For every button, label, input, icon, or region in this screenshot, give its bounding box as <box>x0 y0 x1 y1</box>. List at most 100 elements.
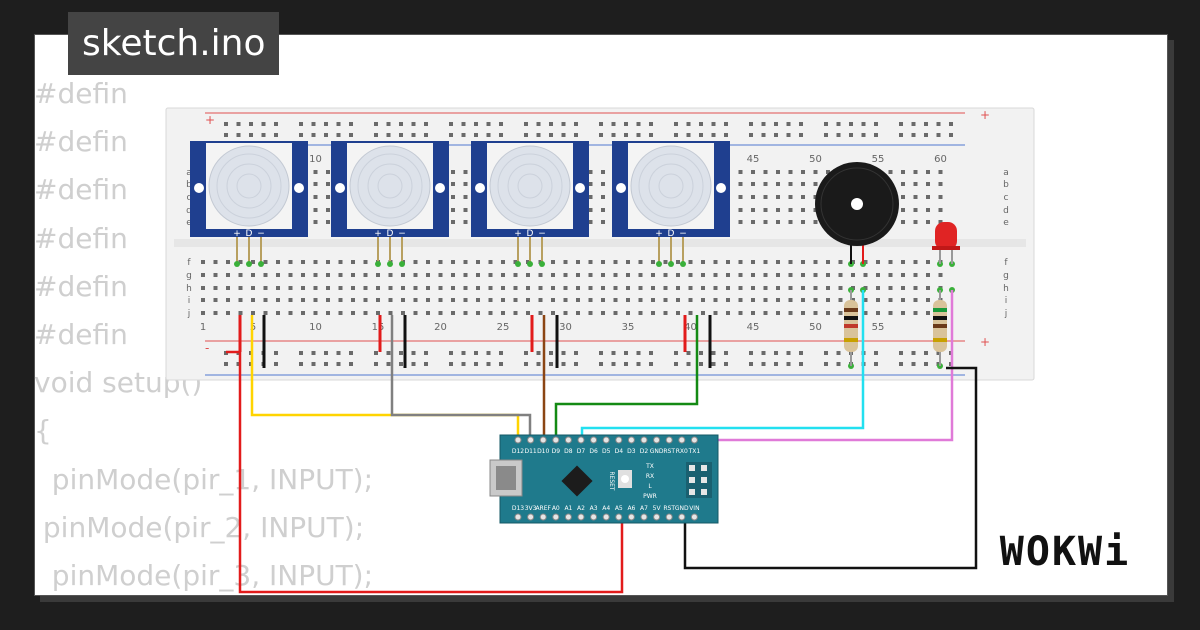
breadboard-hole[interactable] <box>463 311 468 315</box>
rail-hole[interactable] <box>349 122 353 126</box>
breadboard-hole[interactable] <box>588 208 593 212</box>
breadboard-hole[interactable] <box>363 260 368 264</box>
rail-hole[interactable] <box>761 362 766 366</box>
breadboard-hole[interactable] <box>726 311 730 315</box>
breadboard-hole[interactable] <box>676 286 680 290</box>
breadboard-hole[interactable] <box>588 195 593 199</box>
breadboard-hole[interactable] <box>926 195 930 199</box>
breadboard-hole[interactable] <box>588 260 593 264</box>
breadboard-hole[interactable] <box>288 273 293 277</box>
breadboard-hole[interactable] <box>451 260 455 264</box>
breadboard-hole[interactable] <box>926 260 930 264</box>
breadboard-hole[interactable] <box>538 273 543 277</box>
pir-sensor-3[interactable]: +D− <box>471 141 589 267</box>
pin[interactable] <box>678 436 686 444</box>
rail-hole[interactable] <box>424 122 428 126</box>
breadboard-hole[interactable] <box>713 311 718 315</box>
breadboard-hole[interactable] <box>676 298 680 302</box>
breadboard-hole[interactable] <box>563 311 568 315</box>
rail-hole[interactable] <box>899 122 903 126</box>
breadboard-hole[interactable] <box>513 260 518 264</box>
breadboard-hole[interactable] <box>526 273 530 277</box>
rail-hole[interactable] <box>911 362 916 366</box>
breadboard-hole[interactable] <box>276 260 280 264</box>
rail-hole[interactable] <box>461 133 466 137</box>
breadboard-hole[interactable] <box>501 260 505 264</box>
breadboard-hole[interactable] <box>913 298 918 302</box>
breadboard-hole[interactable] <box>626 273 630 277</box>
breadboard-hole[interactable] <box>463 298 468 302</box>
breadboard-hole[interactable] <box>326 208 330 212</box>
pin[interactable] <box>539 436 547 444</box>
rail-hole[interactable] <box>424 133 428 137</box>
buzzer[interactable] <box>815 162 899 264</box>
rail-hole[interactable] <box>574 133 578 137</box>
breadboard-hole[interactable] <box>738 182 743 186</box>
breadboard-hole[interactable] <box>701 260 705 264</box>
rail-hole[interactable] <box>649 122 653 126</box>
rail-hole[interactable] <box>536 133 541 137</box>
breadboard-hole[interactable] <box>551 286 555 290</box>
rail-hole[interactable] <box>649 362 653 366</box>
rail-hole[interactable] <box>274 351 278 355</box>
breadboard-hole[interactable] <box>563 298 568 302</box>
rail-hole[interactable] <box>924 133 928 137</box>
breadboard-hole[interactable] <box>751 273 755 277</box>
breadboard-hole[interactable] <box>288 260 293 264</box>
breadboard-hole[interactable] <box>901 195 905 199</box>
breadboard-hole[interactable] <box>313 220 318 224</box>
rail-hole[interactable] <box>911 133 916 137</box>
rail-hole[interactable] <box>849 122 853 126</box>
pin[interactable] <box>539 513 547 521</box>
rail-hole[interactable] <box>836 133 841 137</box>
rail-hole[interactable] <box>374 122 378 126</box>
breadboard-hole[interactable] <box>813 286 818 290</box>
pin[interactable] <box>690 513 698 521</box>
breadboard-hole[interactable] <box>788 220 793 224</box>
breadboard-hole[interactable] <box>451 170 455 174</box>
breadboard-hole[interactable] <box>813 273 818 277</box>
breadboard-hole[interactable] <box>426 286 430 290</box>
rail-hole[interactable] <box>536 122 541 126</box>
breadboard-hole[interactable] <box>601 298 605 302</box>
rail-hole[interactable] <box>786 351 791 355</box>
breadboard-hole[interactable] <box>551 311 555 315</box>
breadboard-hole[interactable] <box>801 220 805 224</box>
breadboard-hole[interactable] <box>926 182 930 186</box>
breadboard-hole[interactable] <box>588 298 593 302</box>
breadboard-hole[interactable] <box>601 311 605 315</box>
rail-hole[interactable] <box>711 362 716 366</box>
breadboard-hole[interactable] <box>363 298 368 302</box>
rail-hole[interactable] <box>749 122 753 126</box>
breadboard-hole[interactable] <box>826 260 830 264</box>
rail-hole[interactable] <box>249 122 253 126</box>
breadboard-hole[interactable] <box>676 273 680 277</box>
breadboard-hole[interactable] <box>601 195 605 199</box>
breadboard-hole[interactable] <box>876 273 880 277</box>
breadboard-hole[interactable] <box>326 220 330 224</box>
rail-hole[interactable] <box>724 122 728 126</box>
breadboard-hole[interactable] <box>251 260 255 264</box>
rail-hole[interactable] <box>611 362 616 366</box>
breadboard-hole[interactable] <box>488 298 493 302</box>
breadboard-hole[interactable] <box>788 286 793 290</box>
rail-hole[interactable] <box>699 133 703 137</box>
rail-hole[interactable] <box>386 351 391 355</box>
breadboard-hole[interactable] <box>788 208 793 212</box>
rail-hole[interactable] <box>724 362 728 366</box>
breadboard-hole[interactable] <box>426 260 430 264</box>
breadboard-hole[interactable] <box>913 273 918 277</box>
breadboard-hole[interactable] <box>338 260 343 264</box>
pin[interactable] <box>615 513 623 521</box>
breadboard-hole[interactable] <box>801 182 805 186</box>
breadboard-hole[interactable] <box>701 286 705 290</box>
rail-hole[interactable] <box>224 133 228 137</box>
rail-hole[interactable] <box>936 133 941 137</box>
breadboard-hole[interactable] <box>526 286 530 290</box>
rail-hole[interactable] <box>761 122 766 126</box>
breadboard-hole[interactable] <box>713 273 718 277</box>
rail-hole[interactable] <box>711 122 716 126</box>
breadboard-hole[interactable] <box>913 182 918 186</box>
pin[interactable] <box>527 513 535 521</box>
breadboard-hole[interactable] <box>388 273 393 277</box>
